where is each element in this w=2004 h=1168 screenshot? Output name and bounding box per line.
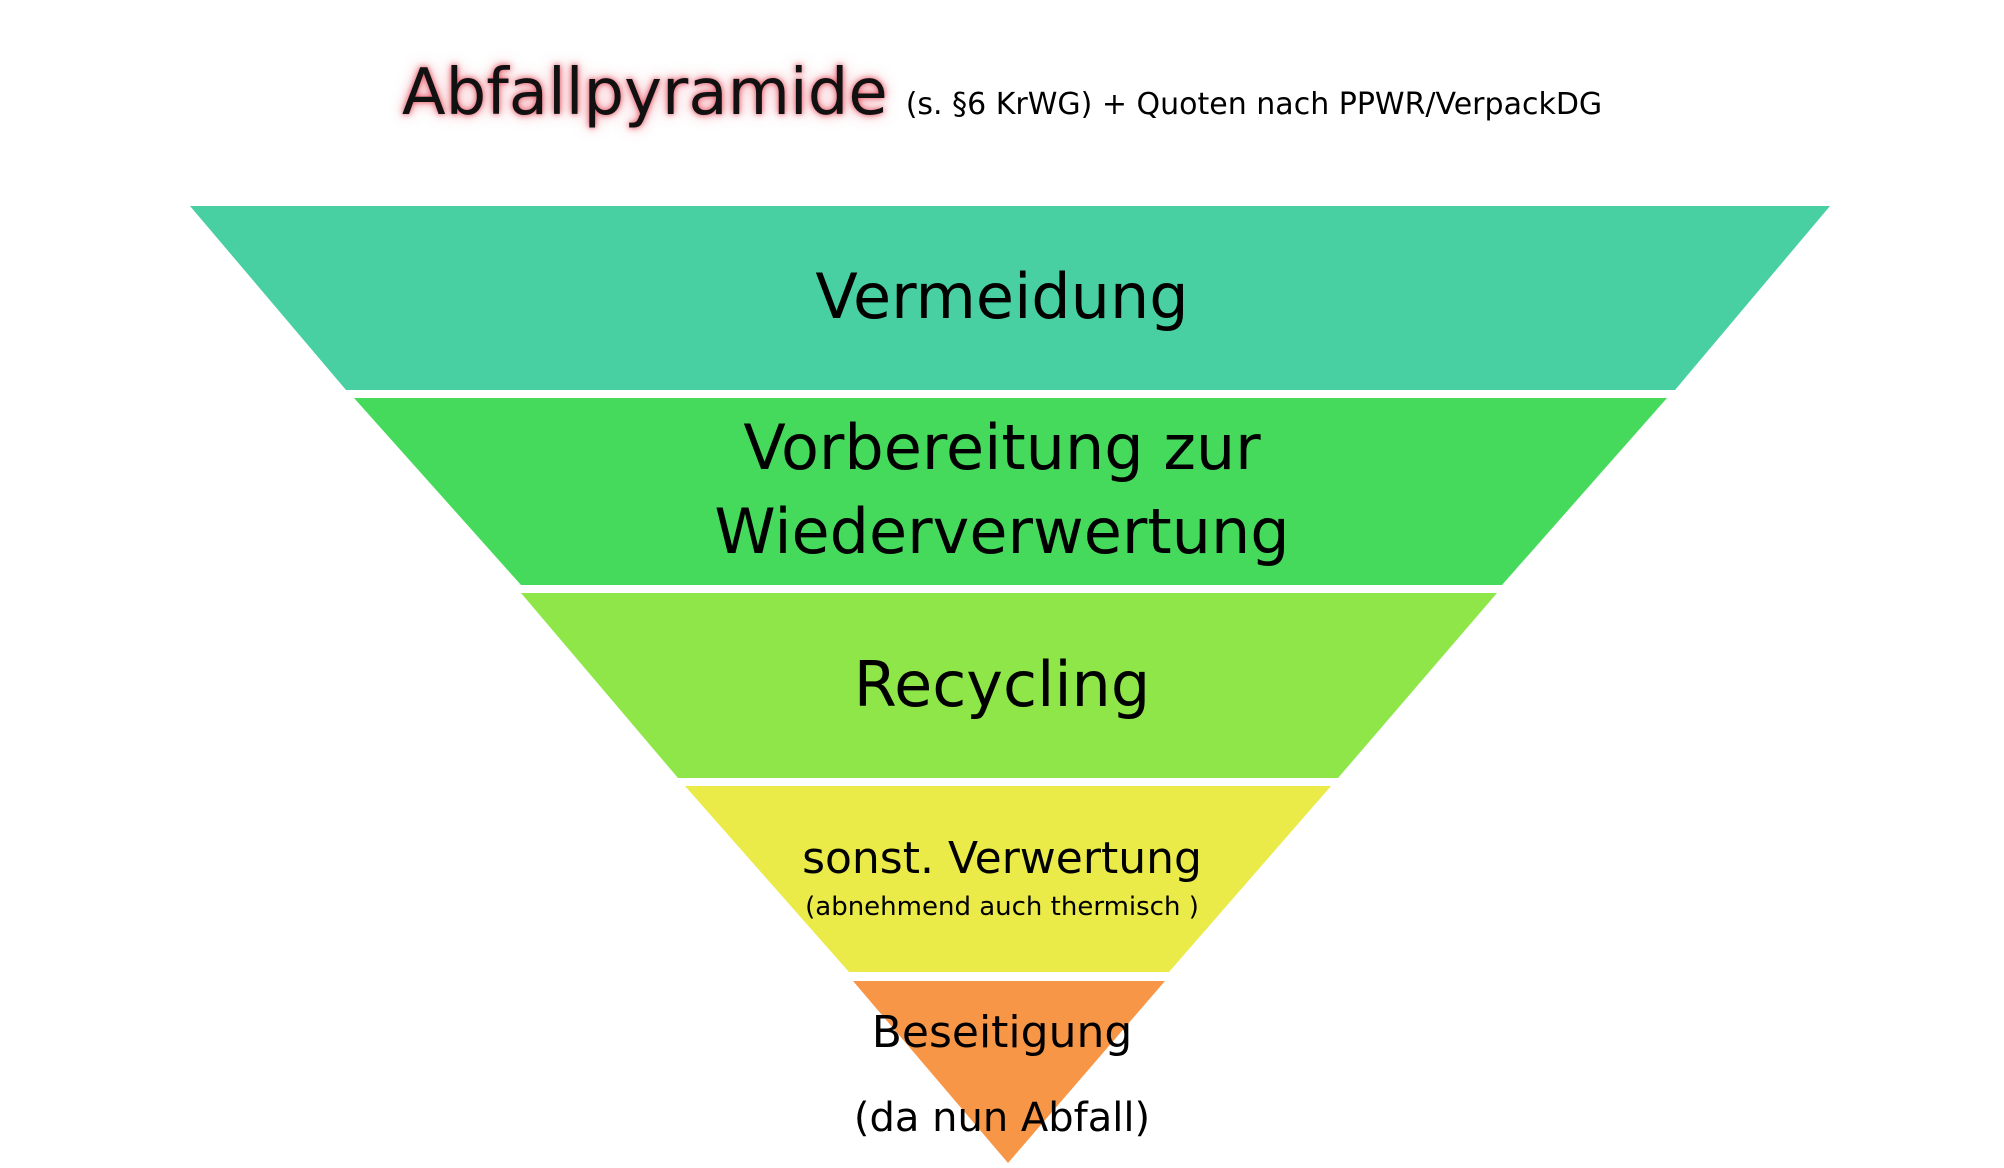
layer-band-recycling: [521, 593, 1497, 778]
layer-note-beseitigung: (da nun Abfall): [853, 1095, 1151, 1141]
layer-label-vorbereitung-line1: Vorbereitung zur: [743, 411, 1261, 484]
layer-band-sonstige-verwertung: [685, 786, 1331, 972]
layer-band-vermeidung: [190, 206, 1830, 390]
layer-label-vorbereitung-line2: Wiederverwertung: [714, 495, 1290, 568]
layer-label-recycling: Recycling: [853, 648, 1151, 721]
layer-label-sonstige-verwertung: sonst. Verwertung: [802, 833, 1202, 884]
layer-label-vermeidung: Vermeidung: [815, 260, 1189, 333]
layer-band-vorbereitung: [354, 398, 1667, 585]
diagram-subtitle: (s. §6 KrWG) + Quoten nach PPWR/VerpackD…: [905, 87, 1603, 122]
layer-band-beseitigung: [853, 981, 1165, 1163]
diagram-title-row: Abfallpyramide (s. §6 KrWG) + Quoten nach…: [0, 56, 2004, 156]
layer-note-sonstige-verwertung: (abnehmend auch thermisch ): [805, 892, 1199, 922]
layer-label-beseitigung: Beseitigung: [871, 1007, 1133, 1058]
diagram-title: Abfallpyramide: [401, 56, 888, 130]
